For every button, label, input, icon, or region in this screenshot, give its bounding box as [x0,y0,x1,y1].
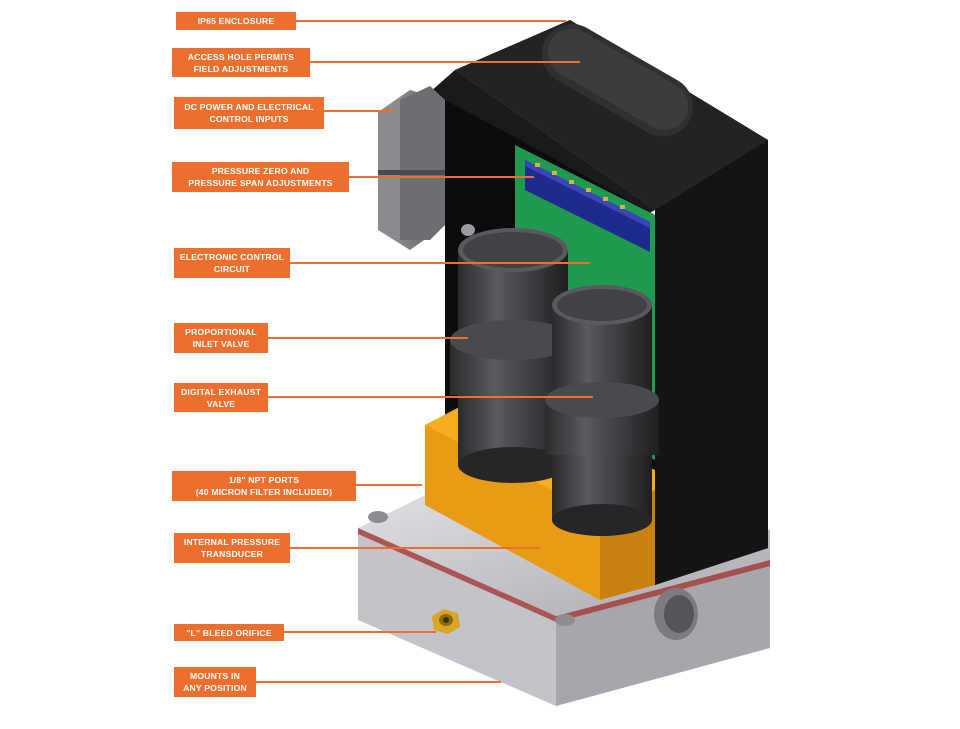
leader-pressure-adjust [349,176,534,178]
leader-exhaust-valve [268,396,593,398]
leader-bleed-orifice [284,631,436,633]
leader-access-hole [310,61,580,63]
leader-dc-power [324,110,394,112]
screw-head [461,224,475,236]
callout-pressure-adjust: PRESSURE ZERO AND PRESSURE SPAN ADJUSTME… [172,162,349,192]
leader-control-circuit [290,262,590,264]
leader-pressure-transducer [290,547,540,549]
leader-inlet-valve [268,337,468,339]
callout-dc-power: DC POWER AND ELECTRICAL CONTROL INPUTS [174,97,324,129]
callout-control-circuit: ELECTRONIC CONTROL CIRCUIT [174,248,290,278]
inlet-valve-cylinder [450,228,576,483]
callout-ip65-enclosure: IP65 ENCLOSURE [176,12,296,30]
exhaust-valve-cylinder [545,285,659,536]
callout-bleed-orifice: "L" BLEED ORIFICE [174,624,284,641]
callout-access-hole: ACCESS HOLE PERMITS FIELD ADJUSTMENTS [172,48,310,77]
pressure-adjustment-block [525,160,650,252]
leader-mounts [256,681,501,683]
leader-ip65-enclosure [296,20,566,22]
callout-mounts: MOUNTS IN ANY POSITION [174,667,256,697]
bleed-orifice-fitting [432,609,460,634]
dc-power-connector [378,86,445,250]
callout-exhaust-valve: DIGITAL EXHAUST VALVE [174,383,268,412]
callout-npt-ports: 1/8" NPT PORTS (40 MICRON FILTER INCLUDE… [172,471,356,501]
callout-pressure-transducer: INTERNAL PRESSURE TRANSDUCER [174,533,290,563]
leader-npt-ports [356,484,422,486]
callout-inlet-valve: PROPORTIONAL INLET VALVE [174,323,268,353]
